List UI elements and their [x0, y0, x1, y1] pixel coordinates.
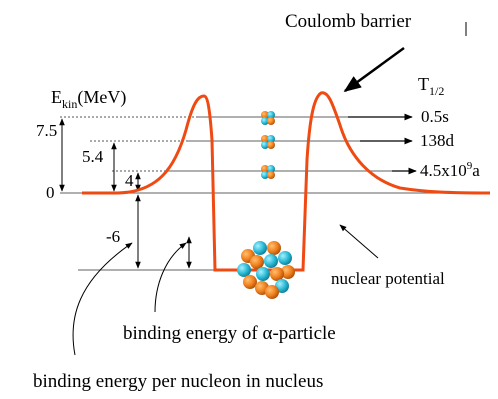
half-life-1: 138d [420, 131, 455, 150]
nuclear-potential-pointer [339, 224, 379, 259]
coulomb-barrier-label: Coulomb barrier [285, 11, 412, 32]
energy-value-0: 0 [46, 183, 55, 202]
half-life-0: 0.5s [421, 107, 449, 126]
energy-value-minus-6: -6 [106, 227, 120, 246]
alpha-particle-1 [261, 135, 275, 149]
nuclear-potential-curve [82, 91, 491, 272]
alpha-binding-label: binding energy of α-particle [123, 323, 336, 344]
coulomb-barrier-pointer [343, 46, 405, 93]
nucleus-cluster [237, 241, 295, 299]
alpha-particle-0 [261, 111, 275, 125]
half-life-header: T1/2 [418, 74, 444, 98]
alpha-particle-2 [261, 165, 275, 179]
nucleon-binding-label: binding energy per nucleon in nucleus [33, 371, 323, 392]
half-life-2: 4.5x109a [420, 160, 480, 180]
nucleon-binding-pointer [72, 242, 133, 356]
alpha-binding-pointer [154, 242, 187, 313]
energy-value-7-5: 7.5 [36, 121, 57, 140]
energy-value-4: 4 [125, 171, 134, 190]
energy-value-5-4: 5.4 [82, 147, 104, 166]
nuclear-potential-label: nuclear potential [331, 269, 445, 288]
ekin-axis-label: Ekin(MeV) [51, 87, 126, 111]
